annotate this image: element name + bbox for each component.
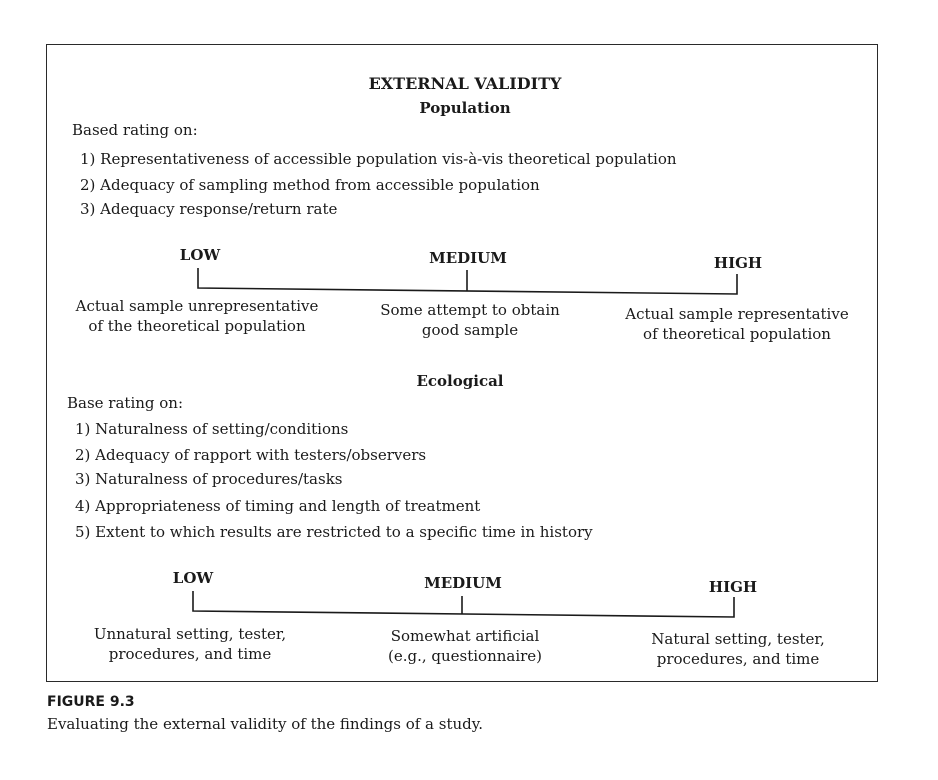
population-criterion-2: 2) Adequacy of sampling method from acce…: [80, 176, 540, 194]
ecological-scale-line: [192, 591, 735, 618]
population-high-description: Actual sample representative of theoreti…: [625, 305, 849, 343]
ecological-medium-description: Somewhat artificial (e.g., questionnaire…: [387, 627, 543, 665]
ecological-criterion-5: 5) Extent to which results are restricte…: [75, 523, 593, 541]
ecological-medium-label: MEDIUM: [424, 574, 502, 592]
ecological-heading: Ecological: [416, 372, 504, 390]
ecological-criterion-2: 2) Adequacy of rapport with testers/obse…: [75, 446, 427, 464]
ecological-criterion-4: 4) Appropriateness of timing and length …: [75, 497, 481, 515]
population-low-description: Actual sample unrepresentative of the th…: [75, 297, 319, 335]
ecological-low-label: LOW: [172, 569, 214, 587]
ecological-high-label: HIGH: [708, 578, 758, 596]
population-intro: Based rating on:: [72, 121, 198, 139]
population-criterion-1: 1) Representativeness of accessible popu…: [80, 150, 677, 168]
figure-caption-label: FIGURE 9.3: [47, 694, 135, 710]
ecological-high-description: Natural setting, tester, procedures, and…: [651, 630, 825, 668]
population-medium-label: MEDIUM: [429, 249, 507, 267]
ecological-intro: Base rating on:: [67, 394, 184, 412]
population-low-label: LOW: [179, 246, 221, 264]
figure-caption-text: Evaluating the external validity of the …: [47, 715, 483, 733]
figure-title: EXTERNAL VALIDITY: [368, 74, 562, 93]
population-medium-description: Some attempt to obtain good sample: [380, 301, 560, 339]
population-criterion-3: 3) Adequacy response/return rate: [80, 200, 338, 218]
figure-frame: [46, 44, 878, 682]
population-heading: Population: [419, 99, 511, 117]
ecological-criterion-1: 1) Naturalness of setting/conditions: [75, 420, 349, 438]
population-scale-line: [197, 268, 738, 295]
ecological-low-description: Unnatural setting, tester, procedures, a…: [93, 625, 287, 663]
ecological-criterion-3: 3) Naturalness of procedures/tasks: [75, 470, 343, 488]
population-high-label: HIGH: [713, 254, 763, 272]
